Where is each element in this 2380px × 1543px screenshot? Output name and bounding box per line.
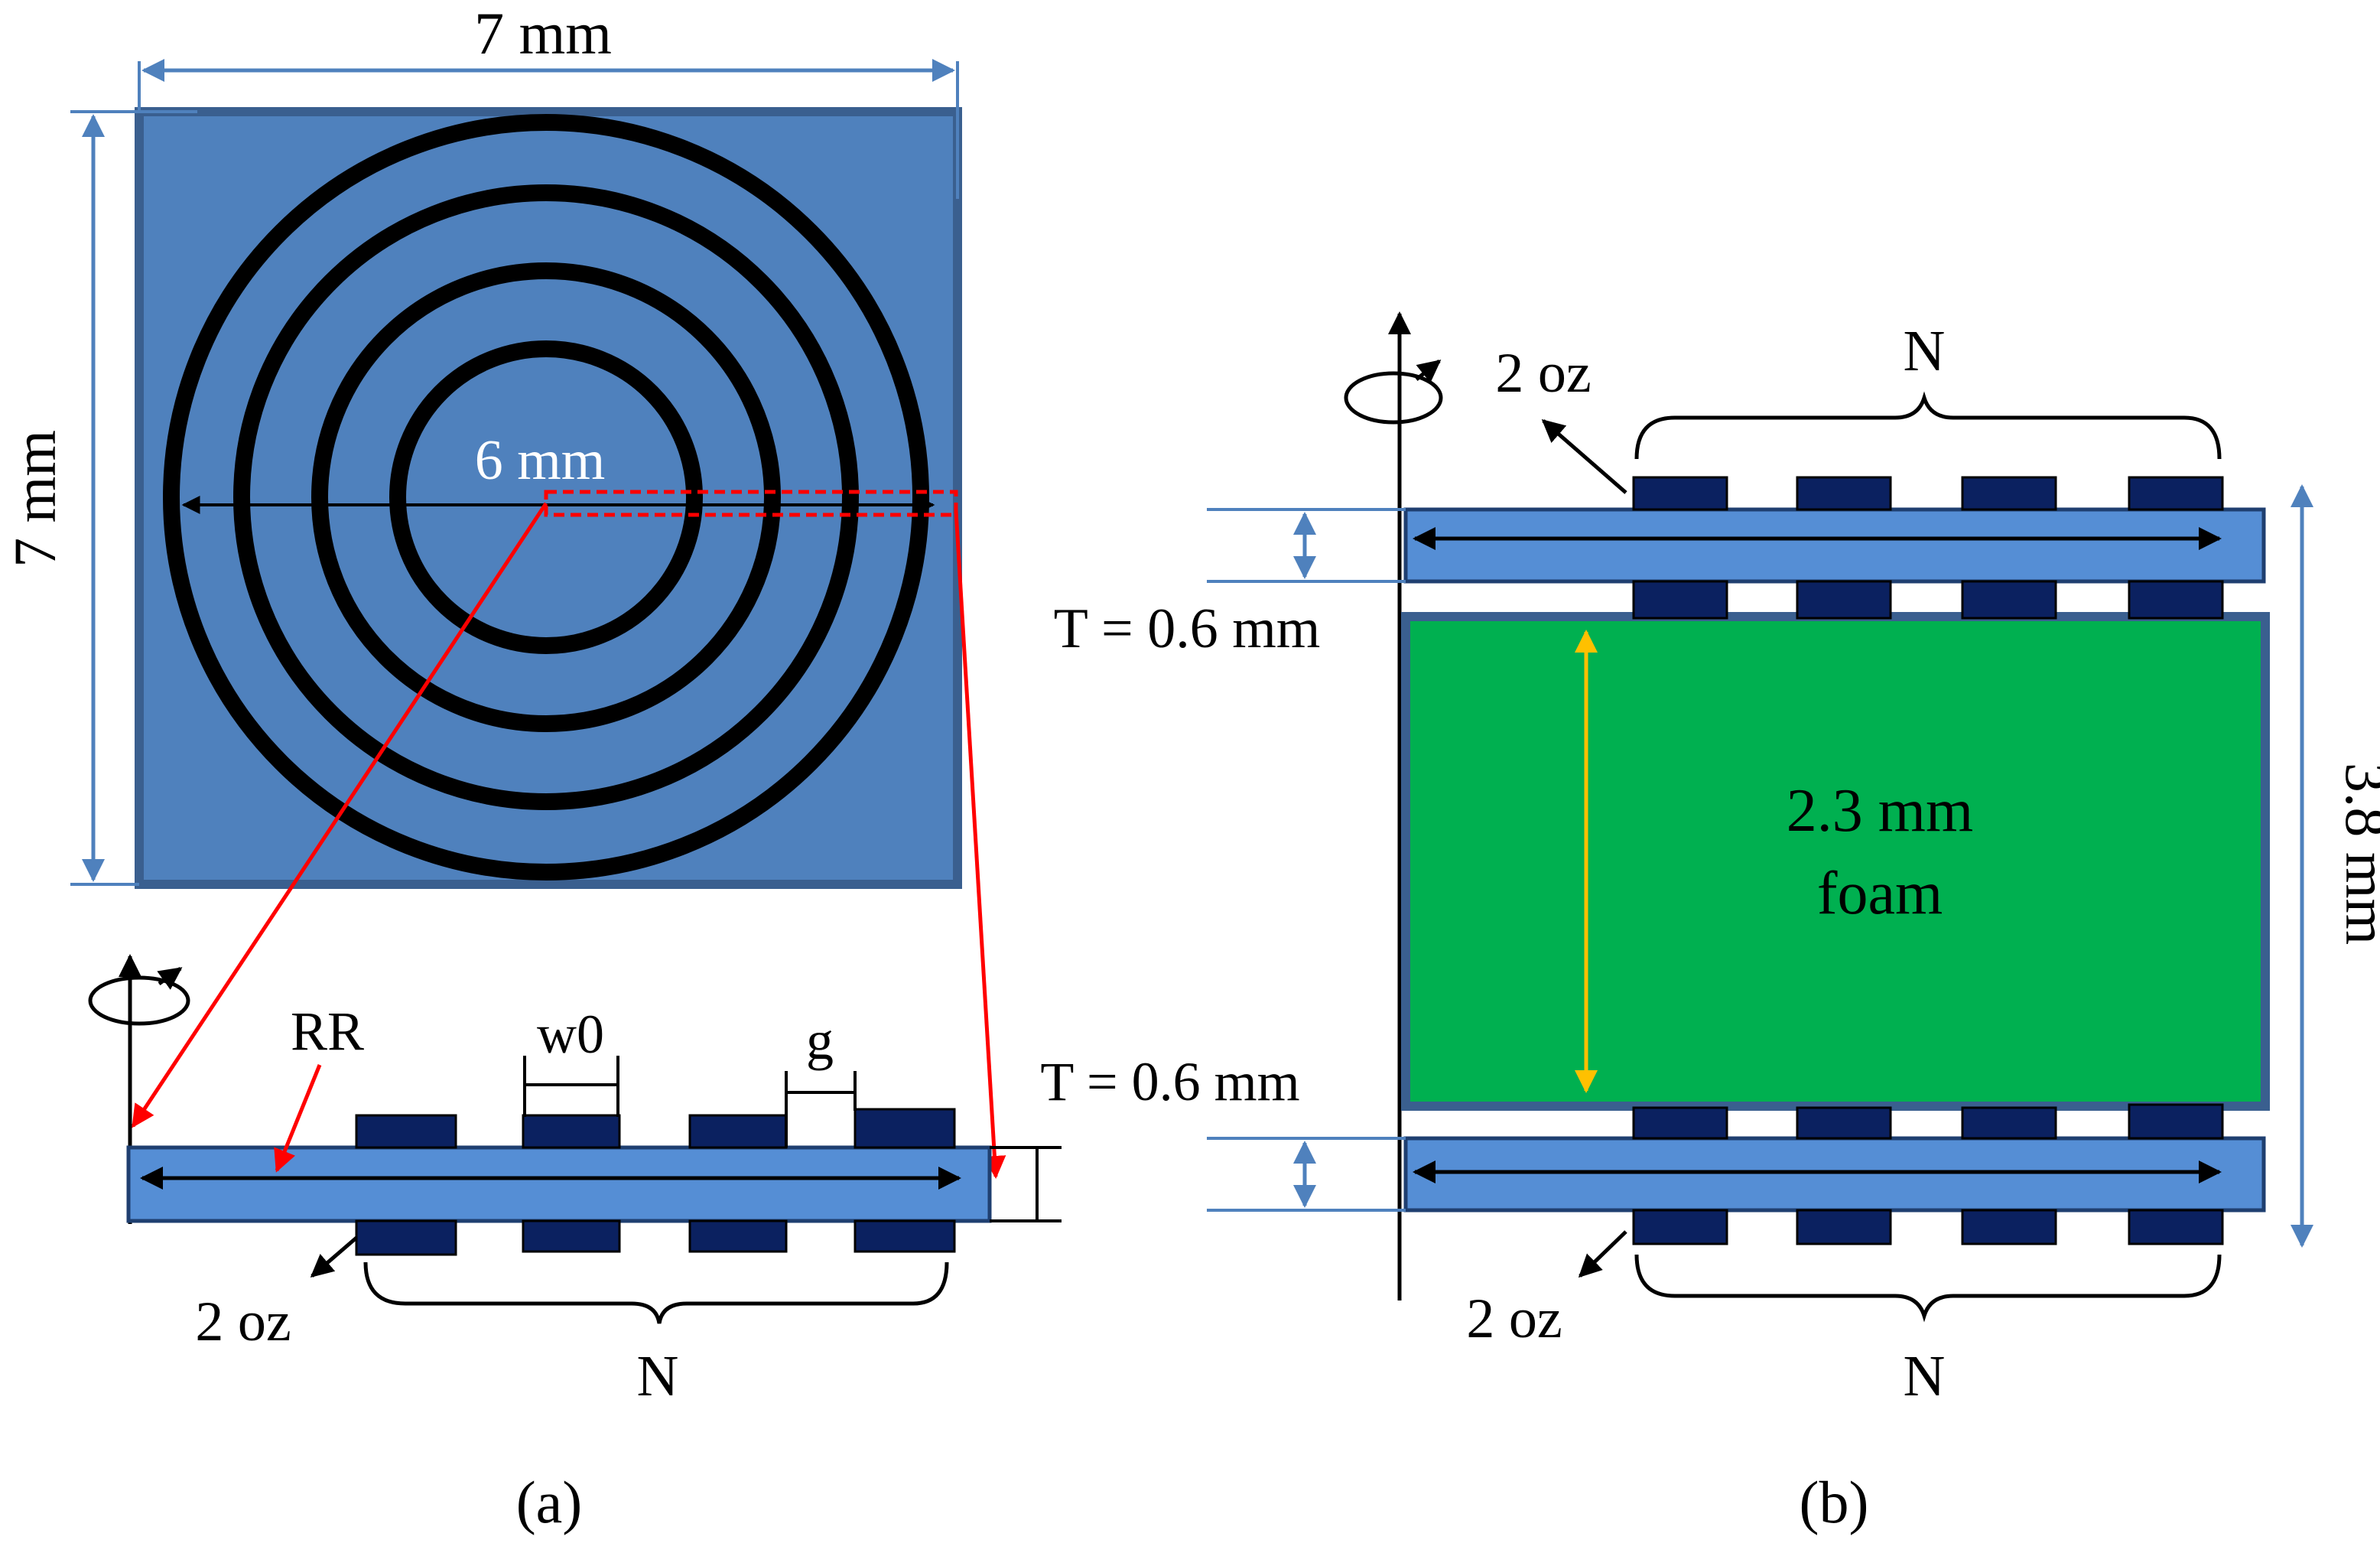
pad-count-brace xyxy=(363,1261,949,1324)
top-copper-thickness-label: 2 oz xyxy=(1495,342,1591,405)
top-thickness-label: T = 0.6 mm xyxy=(1054,597,1321,660)
copper-pad xyxy=(355,1219,457,1256)
panel-a: 6 mm 7 mm 7 mm xyxy=(2,0,1300,1535)
copper-pad xyxy=(2128,476,2224,511)
copper-pad xyxy=(355,1114,457,1149)
copper-pad xyxy=(688,1114,788,1149)
copper-pad xyxy=(1632,1209,1728,1245)
cross-section-bottom-pads xyxy=(355,1219,956,1256)
copper-pad xyxy=(2128,1103,2224,1140)
rr-pointer-arrow xyxy=(274,1064,322,1173)
copper-pad xyxy=(1961,1209,2057,1245)
foam-thickness-label: 2.3 mm xyxy=(1787,777,1973,845)
bottom-pad-count-label: N xyxy=(1904,1344,1946,1408)
copper-pad xyxy=(1796,1209,1892,1245)
zoom-region-marker xyxy=(544,490,958,517)
top-pad-count-brace xyxy=(1634,391,2222,460)
g-dimension-bracket xyxy=(785,1071,857,1147)
top-substrate xyxy=(1403,507,2266,584)
zoom-callout-arrow-left xyxy=(131,502,548,1128)
bottom-pad-count-brace xyxy=(1634,1254,2222,1323)
cross-section-substrate xyxy=(126,1145,992,1223)
board-width-label: 7 mm xyxy=(474,0,612,67)
top-substrate-upper-pads xyxy=(1632,476,2224,511)
board-height-label: 7 mm xyxy=(2,430,68,568)
top-thickness-dimension xyxy=(1207,508,1406,583)
bottom-substrate xyxy=(1403,1136,2266,1213)
bottom-substrate-lower-pads xyxy=(1632,1209,2224,1245)
bottom-copper-thickness-label: 2 oz xyxy=(1466,1287,1562,1350)
copper-pad xyxy=(522,1114,621,1149)
top-pad-count-label: N xyxy=(1904,319,1946,383)
cross-section-thickness-label: T = 0.6 mm xyxy=(1040,1051,1299,1112)
diameter-label: 6 mm xyxy=(475,429,606,492)
total-height-label: 3.8 mm xyxy=(2333,763,2380,945)
caption-a: (a) xyxy=(516,1469,583,1535)
copper-pad xyxy=(1961,580,2057,620)
pad-count-label: N xyxy=(637,1344,679,1408)
bottom-substrate-upper-pads xyxy=(1632,1103,2224,1140)
copper-pad xyxy=(1796,580,1892,620)
copper-pad xyxy=(1961,1106,2057,1140)
copper-pad xyxy=(1632,580,1728,620)
rotation-axis-icon xyxy=(1344,311,1443,1300)
top-copper-pointer xyxy=(1541,419,1627,494)
copper-thickness-label: 2 oz xyxy=(195,1291,291,1353)
rr-label: RR xyxy=(291,1001,364,1062)
copper-pad xyxy=(1632,476,1728,511)
top-view-board xyxy=(135,107,962,889)
copper-pad xyxy=(1796,476,1892,511)
copper-pad xyxy=(1632,1106,1728,1140)
copper-pad xyxy=(1796,1106,1892,1140)
bottom-copper-pointer xyxy=(1578,1230,1627,1278)
copper-pad xyxy=(1961,476,2057,511)
foam-material-label: foam xyxy=(1817,860,1943,927)
bottom-thickness-dimension xyxy=(1207,1137,1406,1212)
w0-label: w0 xyxy=(537,1004,604,1065)
copper-thickness-pointer xyxy=(310,1236,358,1278)
copper-pad xyxy=(688,1219,788,1253)
panel-b: 2.3 mm foam xyxy=(1054,311,2380,1535)
copper-pad xyxy=(2128,1209,2224,1245)
top-substrate-lower-pads xyxy=(1632,580,2224,620)
zoom-callout-arrow-right xyxy=(954,510,1006,1179)
copper-pad xyxy=(2128,580,2224,620)
g-label: g xyxy=(806,1010,834,1071)
cross-section-top-pads xyxy=(355,1108,956,1149)
w0-dimension-bracket xyxy=(523,1056,619,1117)
copper-pad xyxy=(853,1108,956,1149)
copper-pad xyxy=(522,1219,621,1253)
cross-section-thickness-bracket xyxy=(990,1146,1062,1222)
caption-b: (b) xyxy=(1800,1469,1869,1535)
copper-pad xyxy=(853,1219,956,1253)
